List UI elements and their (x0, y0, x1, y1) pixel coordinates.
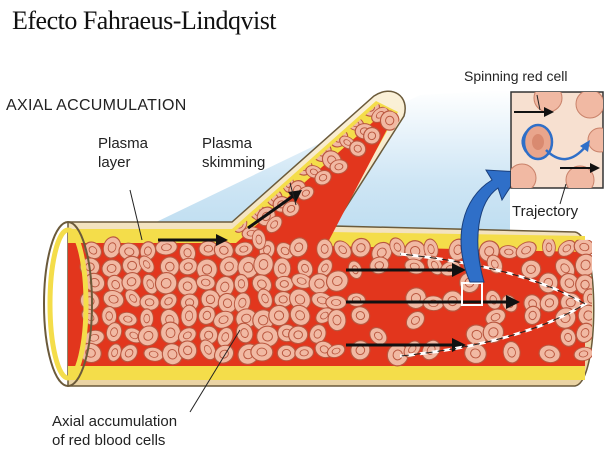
label-line: Plasma (202, 134, 265, 153)
red-blood-cell (275, 276, 293, 291)
label-axial-accumulation: Axial accumulation of red blood cells (52, 412, 177, 450)
label-plasma-layer: Plasma layer (98, 134, 148, 172)
label-trajectory: Trajectory (512, 202, 578, 221)
label-line: Plasma (98, 134, 148, 153)
red-blood-cell (251, 343, 274, 362)
red-blood-cell (326, 295, 347, 309)
red-blood-cell (161, 322, 181, 343)
red-blood-cell (317, 239, 333, 259)
label-line: skimming (202, 153, 265, 172)
label-line: layer (98, 153, 148, 172)
label-plasma-skimming: Plasma skimming (202, 134, 265, 172)
inset-zoom (508, 84, 606, 194)
red-blood-cell (140, 309, 153, 329)
red-blood-cell (274, 258, 291, 279)
label-spinning-red-cell: Spinning red cell (464, 67, 568, 86)
label-line: Axial accumulation (52, 412, 177, 431)
label-line: of red blood cells (52, 431, 177, 450)
red-blood-cell (277, 345, 295, 361)
